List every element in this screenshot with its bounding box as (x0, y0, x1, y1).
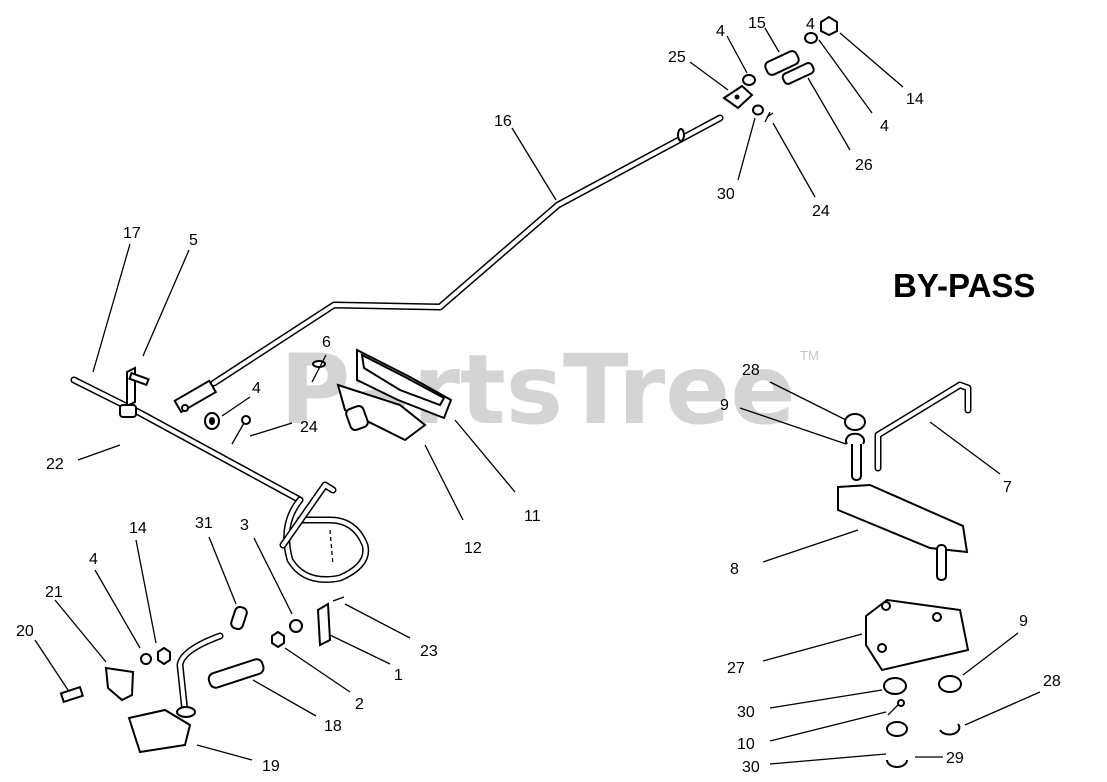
part-label: 27 (727, 660, 745, 677)
part-label: 14 (906, 91, 924, 108)
part-label: 4 (806, 16, 815, 33)
part-label: 14 (129, 520, 147, 537)
part-label: 30 (737, 704, 755, 721)
part-label: 2 (355, 696, 364, 713)
part-label: 11 (524, 508, 541, 525)
part-label: 6 (322, 334, 331, 351)
handle-loop (279, 481, 370, 583)
part-label: 8 (730, 561, 739, 578)
part-label: 5 (189, 232, 198, 249)
bracket-27 (865, 598, 970, 672)
part-label: 30 (717, 186, 735, 203)
part-label: 7 (1003, 479, 1012, 496)
part-label: 4 (880, 118, 889, 135)
part-label: 16 (494, 113, 512, 130)
part-label: 3 (240, 517, 249, 534)
part-label: 4 (252, 380, 261, 397)
part-label: 20 (16, 623, 34, 640)
part-label: 31 (195, 515, 213, 532)
part-label: 26 (855, 157, 873, 174)
part-label: 19 (262, 758, 280, 775)
bypass-lever-7 (874, 381, 972, 472)
part-label: 10 (737, 736, 755, 753)
part-label: 17 (123, 225, 141, 242)
part-label: 4 (89, 551, 98, 568)
bypass-arm-8 (837, 439, 969, 581)
part-label: 24 (812, 203, 830, 220)
center-hardware (204, 360, 326, 445)
part-label: 1 (394, 667, 403, 684)
pedal-pad-11 (356, 348, 453, 420)
bypass-washers (844, 413, 866, 445)
part-label: 12 (464, 540, 482, 557)
lower-right-hardware (883, 675, 962, 768)
part-label: 9 (720, 397, 729, 414)
part-label: 18 (324, 718, 342, 735)
watermark-tm: TM (800, 348, 819, 363)
part-label: 22 (46, 456, 64, 473)
part-label: 9 (1019, 613, 1028, 630)
part-labels: 25 4 15 4 14 16 4 26 30 24 17 5 6 4 22 2… (16, 15, 1061, 776)
part-label: 23 (420, 643, 438, 660)
part-label: 4 (716, 23, 725, 40)
leader-lines (34, 27, 1041, 765)
part-label: 25 (668, 49, 686, 66)
part-label: 24 (300, 419, 318, 436)
rod-16 (173, 114, 724, 414)
diagram-title: BY-PASS (893, 267, 1035, 304)
pedal-lever-12 (336, 383, 427, 442)
shaft-17 (70, 366, 304, 504)
spring-assembly-top (722, 15, 838, 123)
part-label: 29 (946, 750, 964, 767)
part-label: 28 (1043, 673, 1061, 690)
part-label: 15 (748, 15, 766, 32)
part-label: 28 (742, 362, 760, 379)
part-label: 30 (742, 759, 760, 776)
lower-left-hardware (59, 596, 345, 754)
part-label: 21 (45, 584, 63, 601)
